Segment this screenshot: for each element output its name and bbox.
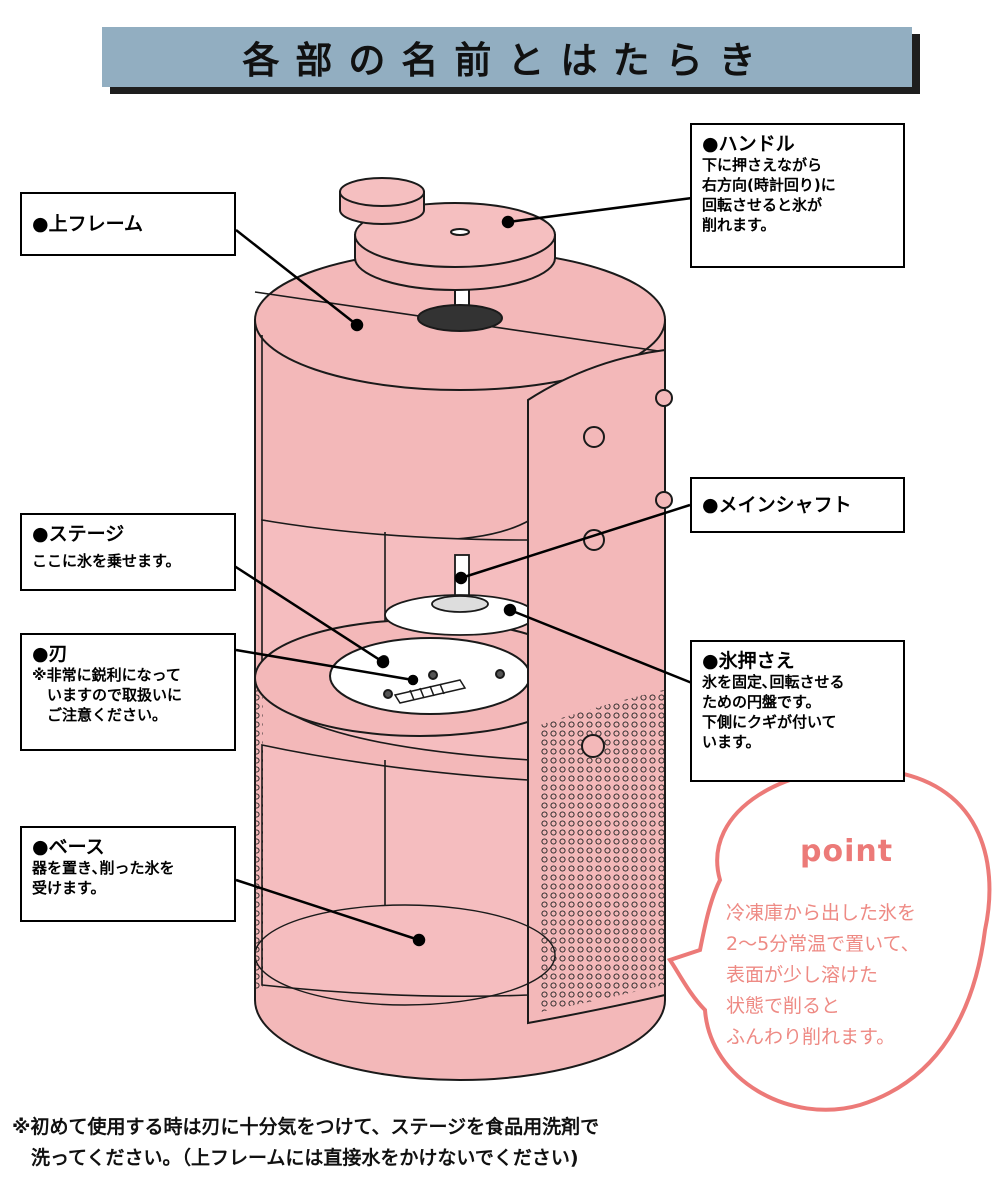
- leader-lines: [224, 196, 693, 947]
- callout-handle: ●ハンドル 下に押さえながら 右方向(時計回り)に 回転させると氷が 削れます。: [690, 123, 905, 268]
- title-bar: 各部の名前とはたらき: [102, 27, 912, 87]
- perforated-grille: [540, 690, 664, 1012]
- blade: [393, 679, 467, 704]
- point-body: 冷凍庫から出した氷を 2〜5分常温で置いて、 表面が少し溶けた 状態で削ると ふ…: [726, 902, 920, 1048]
- footnote: ※初めて使用する時は刃に十分気をつけて、ステージを食品用洗剤で 洗ってください。…: [12, 1116, 600, 1169]
- callout-upper-frame: ●上フレーム: [20, 192, 236, 256]
- callout-stage: ●ステージ ここに氷を乗せます。: [20, 513, 236, 591]
- base-floor: [254, 904, 556, 1006]
- callout-blade-body: ※非常に鋭利になって いますので取扱いに ご注意ください。: [32, 666, 183, 724]
- panel-hole: [581, 734, 605, 758]
- callout-base: ●ベース 器を置き､削った氷を 受けます。: [20, 826, 236, 922]
- left-grille: [255, 690, 263, 990]
- callout-base-heading: ●ベース: [32, 836, 105, 858]
- callout-handle-heading: ●ハンドル: [702, 133, 795, 155]
- callout-stage-heading: ●ステージ: [32, 523, 125, 545]
- callout-base-body: 器を置き､削った氷を 受けます。: [32, 859, 175, 897]
- callout-ice-presser-body: 氷を固定､回転させる ための円盤です。 下側にクギが付いて います。: [702, 673, 845, 751]
- callout-upper-frame-heading: ●上フレーム: [32, 213, 144, 235]
- callout-ice-presser: ●氷押さえ 氷を固定､回転させる ための円盤です。 下側にクギが付いて います。: [690, 640, 905, 782]
- callout-main-shaft: ●メインシャフト: [690, 477, 905, 533]
- callout-stage-body: ここに氷を乗せます。: [32, 552, 181, 570]
- callout-handle-body: 下に押さえながら 右方向(時計回り)に 回転させると氷が 削れます。: [702, 156, 836, 234]
- handle: [339, 177, 556, 332]
- callout-blade-heading: ●刃: [32, 643, 68, 665]
- callout-main-shaft-heading: ●メインシャフト: [702, 494, 852, 516]
- page-title: 各部の名前とはたらき: [242, 39, 772, 82]
- callout-blade: ●刃 ※非常に鋭利になって いますので取扱いに ご注意ください。: [20, 633, 236, 751]
- point-title: point: [800, 834, 894, 869]
- callout-ice-presser-heading: ●氷押さえ: [702, 650, 795, 672]
